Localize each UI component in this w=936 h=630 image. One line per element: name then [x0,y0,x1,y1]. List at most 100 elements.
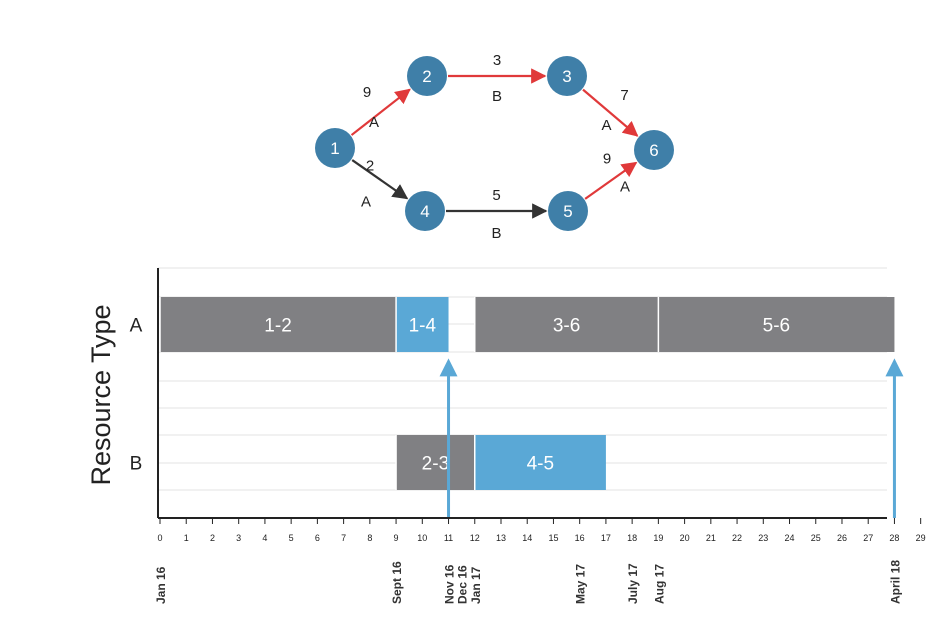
node-circle [407,56,447,96]
row-label-B: B [130,454,143,475]
x-tick-label: 13 [496,533,506,543]
x-tick-label: 15 [548,533,558,543]
edge-5-6: 9A [584,151,638,200]
x-tick-label: 26 [837,533,847,543]
x-tick-label: 2 [210,533,215,543]
node-label: 2 [422,67,431,86]
network-nodes: 1 2 3 4 5 6 [315,56,674,231]
node-circle [634,130,674,170]
node-5: 5 [548,191,588,231]
x-tick-label: 27 [863,533,873,543]
x-tick-label: 20 [680,533,690,543]
edge-resource-label: B [491,225,501,242]
x-tick-label: 28 [889,533,899,543]
bar-label: 1-4 [409,316,437,337]
edge-resource-label: A [361,194,371,211]
node-1: 1 [315,128,355,168]
x-tick-label: 29 [916,533,926,543]
edge-1-2: 9A [350,84,411,136]
edge-duration-label: 9 [363,84,371,101]
edge-resource-label: A [601,117,611,134]
node-label: 5 [563,202,572,221]
row-label-A: A [130,316,143,337]
bar-rect [474,297,659,352]
node-6: 6 [634,130,674,170]
node-label: 1 [330,139,339,158]
node-3: 3 [547,56,587,96]
x-tick-label: 21 [706,533,716,543]
x-tick-label: 18 [627,533,637,543]
node-circle [405,191,445,231]
x-tick-label: 22 [732,533,742,543]
bar-4-5: 4-5 [474,435,606,490]
bar-5-6: 5-6 [658,297,895,352]
x-tick-label: 5 [289,533,294,543]
bar-label: 1-2 [264,316,291,337]
edge-arrow [350,88,411,136]
date-label: Jan 16 [154,566,168,604]
bar-rect [658,297,895,352]
date-label: Aug 17 [652,564,666,604]
edge-3-6: 7A [582,87,639,137]
x-tick-label: 24 [785,533,795,543]
bar-1-4: 1-4 [396,297,449,352]
edge-resource-label: B [492,88,502,105]
node-label: 6 [649,141,658,160]
x-tick-label: 23 [758,533,768,543]
edge-duration-label: 5 [492,187,500,204]
x-tick-label: 4 [262,533,267,543]
x-tick-label: 7 [341,533,346,543]
date-label: Nov 16 [443,564,457,604]
edge-1-4: 2A [351,158,409,211]
edge-duration-label: 7 [620,87,628,104]
node-circle [547,56,587,96]
bar-rect [160,297,397,352]
node-circle [548,191,588,231]
x-tick-label: 11 [444,533,453,543]
x-tick-label: 9 [394,533,399,543]
date-label: Jan 17 [469,566,483,604]
bar-rect [396,297,449,352]
x-tick-label: 0 [157,533,162,543]
date-label: Dec 16 [456,565,470,604]
edge-arrow [584,161,638,200]
x-tick-label: 10 [417,533,427,543]
edge-arrow [351,159,409,200]
edge-2-3: 3B [448,52,547,105]
bar-label: 4-5 [527,454,554,475]
x-tick-label: 1 [184,533,189,543]
node-label: 3 [562,67,571,86]
x-tick-label: 16 [575,533,585,543]
bar-2-3: 2-3 [396,435,475,490]
gantt-bars: 1-2 1-4 3-6 5-6 2-3 4-5 [159,297,895,490]
node-2: 2 [407,56,447,96]
node-label: 4 [420,202,429,221]
x-tick-label: 14 [522,533,532,543]
edge-duration-label: 3 [493,52,501,69]
edge-resource-label: A [620,179,630,196]
date-label: April 18 [888,560,902,604]
bar-label: 5-6 [763,316,790,337]
bar-3-6: 3-6 [474,297,659,352]
bar-1-2: 1-2 [160,297,397,352]
bar-rect [396,435,475,490]
edge-duration-label: 9 [603,151,611,168]
x-tick-label: 12 [470,533,480,543]
bar-rect [474,435,606,490]
node-circle [315,128,355,168]
x-tick-label: 19 [653,533,663,543]
date-label: July 17 [626,563,640,604]
node-4: 4 [405,191,445,231]
edge-duration-label: 2 [366,158,374,175]
edge-resource-label: A [369,114,379,131]
x-tick-label: 8 [367,533,372,543]
bar-label: 2-3 [422,454,449,475]
edge-arrow [582,88,639,137]
bar-label: 3-6 [553,316,580,337]
date-label: Sept 16 [390,561,404,604]
